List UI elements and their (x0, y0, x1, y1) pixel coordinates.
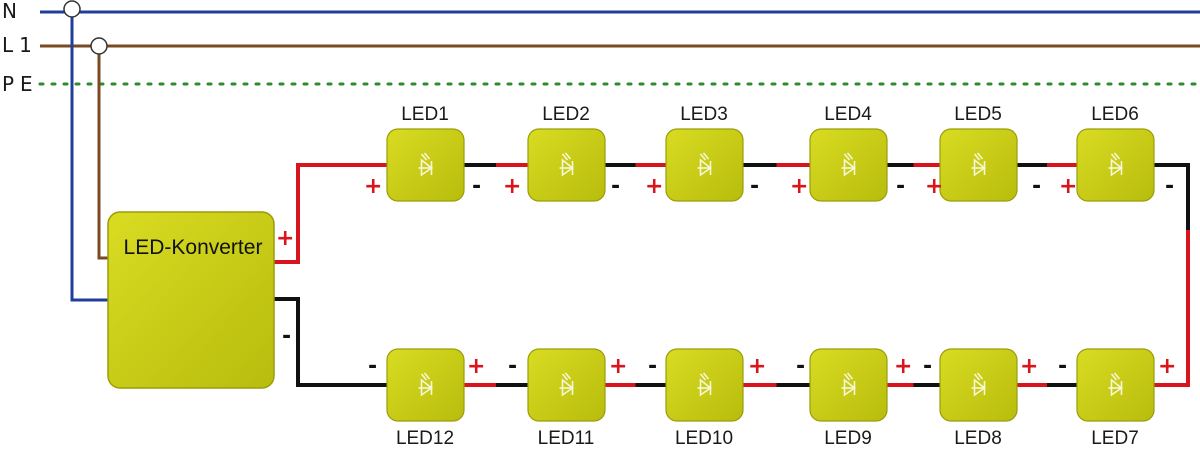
polarity-sign-top-plus-5: + (925, 174, 944, 199)
polarity-sign-top-plus-3: + (645, 174, 664, 199)
polarity-sign-bottom-plus-5: + (1020, 354, 1039, 379)
polarity-sign-top-minus-6: - (1165, 174, 1175, 199)
polarity-sign-top-plus-4: + (790, 174, 809, 199)
led-module-bottom-2-body (527, 348, 606, 422)
polarity-sign-top-plus-1: + (364, 174, 383, 199)
polarity-sign-bottom-minus-1: - (368, 354, 378, 379)
led-module-top-3-body (665, 128, 744, 202)
polarity-sign-bottom-plus-3: + (748, 354, 767, 379)
polarity-sign-bottom-minus-2: - (508, 354, 518, 379)
led-module-top-5 (939, 128, 1018, 202)
led-module-bottom-4-body (809, 348, 888, 422)
polarity-sign-bottom-plus-2: + (609, 354, 628, 379)
led-label-top-3: LED3 (680, 104, 728, 125)
polarity-sign-bottom-minus-5: - (923, 354, 933, 379)
polarity-sign-bottom-minus-3: - (648, 354, 658, 379)
polarity-sign-top-minus-5: - (1032, 174, 1042, 199)
led-module-bottom-2 (527, 348, 606, 422)
polarity-sign-top-minus-1: - (472, 174, 482, 199)
led-label-top-4: LED4 (824, 104, 872, 125)
polarity-sign-bottom-minus-4: - (796, 354, 806, 379)
polarity-sign-top-plus-6: + (1059, 174, 1078, 199)
converter-label: LED-Konverter (123, 236, 263, 259)
led-module-bottom-6 (1076, 348, 1155, 422)
led-label-bottom-2: LED11 (537, 428, 595, 449)
led-converter-box (107, 211, 275, 389)
led-module-top-2 (527, 128, 606, 202)
led-module-bottom-3-body (665, 348, 744, 422)
led-module-top-1 (386, 128, 465, 202)
led-module-bottom-6-body (1076, 348, 1155, 422)
led-module-bottom-5 (939, 348, 1018, 422)
polarity-sign-top-minus-3: - (750, 174, 760, 199)
converter-negative-wire (270, 297, 388, 387)
converter-minus-sign: - (282, 324, 292, 349)
led-label-top-6: LED6 (1091, 104, 1139, 125)
polarity-sign-bottom-plus-1: + (467, 354, 486, 379)
led-module-top-6-body (1076, 128, 1155, 202)
l1-junction (90, 37, 108, 55)
led-module-top-2-body (527, 128, 606, 202)
led-module-bottom-5-body (939, 348, 1018, 422)
led-module-top-6 (1076, 128, 1155, 202)
bus-label-l1: L1 (2, 33, 38, 57)
led-module-top-4-body (809, 128, 888, 202)
return-wire-upper (1154, 163, 1190, 230)
led-label-bottom-6: LED7 (1091, 428, 1139, 449)
n-feed-wire (70, 12, 112, 302)
led-module-bottom-4 (809, 348, 888, 422)
led-label-bottom-5: LED8 (954, 428, 1002, 449)
bus-label-n: N (2, 0, 23, 23)
led-module-bottom-3 (665, 348, 744, 422)
led-label-bottom-4: LED9 (824, 428, 872, 449)
led-module-bottom-1 (386, 348, 465, 422)
led-module-bottom-1-body (386, 348, 465, 422)
converter-plus-sign: + (276, 226, 295, 251)
led-label-top-1: LED1 (401, 104, 449, 125)
return-wire-lower (1154, 230, 1190, 387)
bus-label-pe: PE (2, 72, 39, 96)
led-label-bottom-3: LED10 (674, 428, 734, 449)
polarity-sign-bottom-plus-4: + (894, 354, 913, 379)
led-label-top-2: LED2 (542, 104, 590, 125)
led-label-top-5: LED5 (954, 104, 1002, 125)
n-junction (63, 0, 81, 18)
polarity-sign-top-minus-2: - (611, 174, 621, 199)
led-module-top-5-body (939, 128, 1018, 202)
converter-positive-wire (270, 163, 388, 264)
polarity-sign-top-plus-2: + (503, 174, 522, 199)
led-module-top-3 (665, 128, 744, 202)
polarity-sign-bottom-plus-6: + (1158, 354, 1177, 379)
led-module-top-4 (809, 128, 888, 202)
polarity-sign-top-minus-4: - (896, 174, 906, 199)
polarity-sign-bottom-minus-6: - (1058, 354, 1068, 379)
led-label-bottom-1: LED12 (395, 428, 455, 449)
led-module-top-1-body (386, 128, 465, 202)
